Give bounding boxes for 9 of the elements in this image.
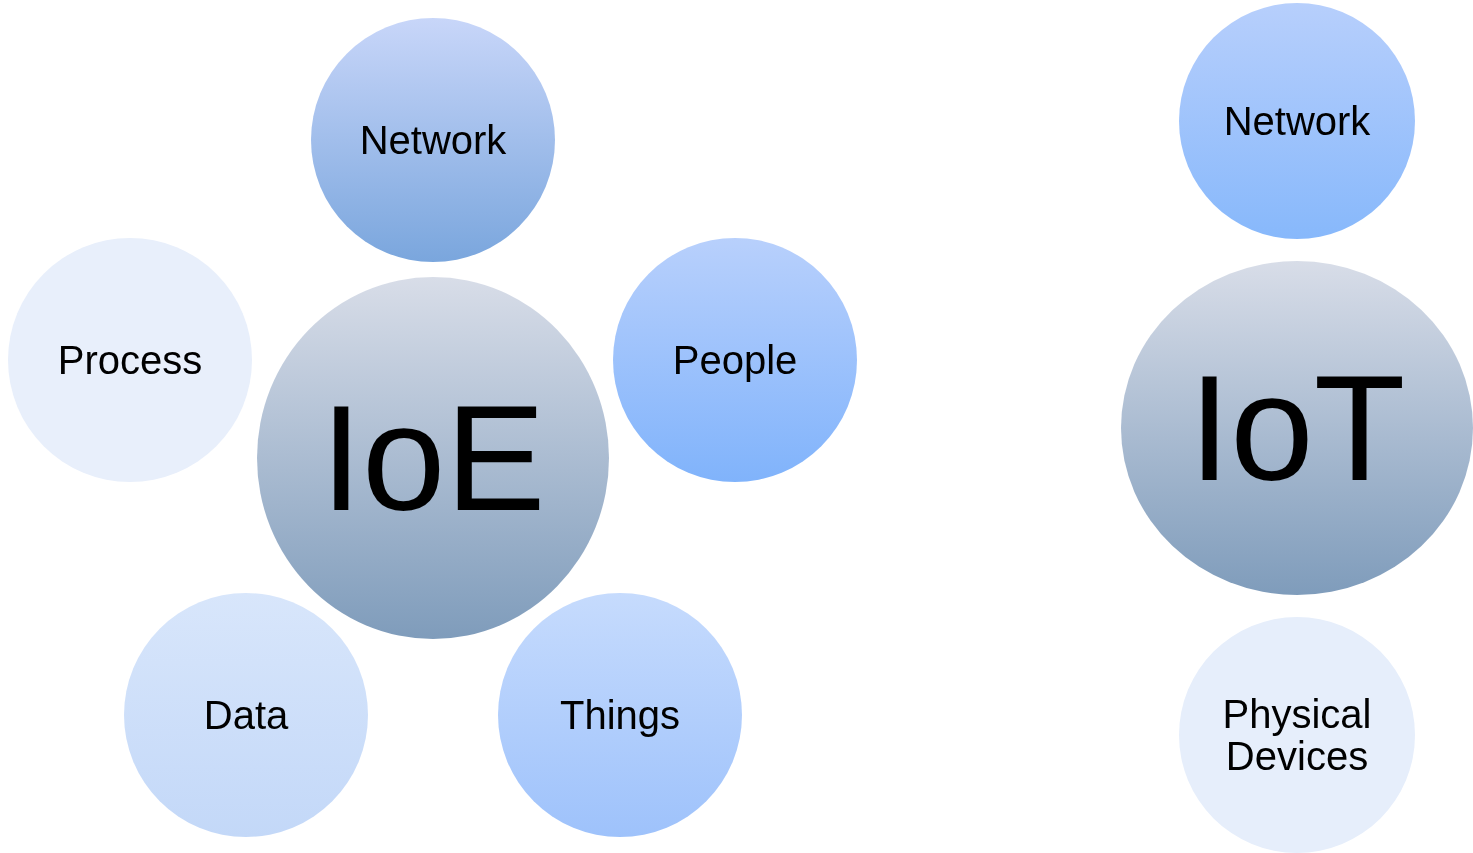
node-label: Network — [1222, 100, 1372, 142]
node-label: Data — [202, 694, 290, 736]
node-label: Process — [56, 339, 204, 381]
node-label: Physical Devices — [1221, 693, 1373, 777]
node-label: Things — [558, 694, 682, 736]
node-label: IoT — [1188, 353, 1406, 503]
node-label: IoE — [320, 383, 546, 533]
node-label: People — [671, 339, 799, 381]
node-label: Network — [358, 119, 508, 161]
